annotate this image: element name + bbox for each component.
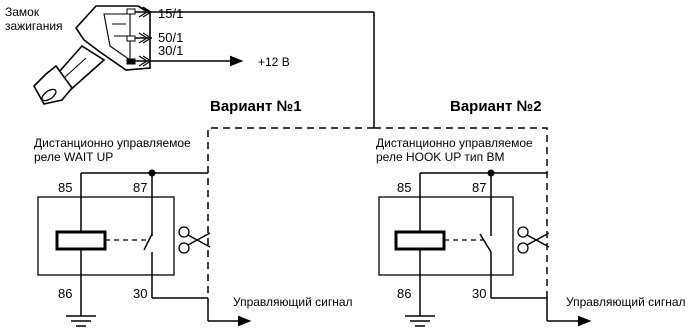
ignition-lock: Замок зажигания <box>5 5 151 105</box>
variant-2-relay-desc-line1: Дистанционно управляемое <box>376 136 533 150</box>
terminal-30-1: 30/1 <box>158 43 183 58</box>
relay-switch <box>479 233 492 253</box>
relay-switch <box>143 233 153 251</box>
pin-87: 87 <box>472 180 486 195</box>
variant-1-title: Вариант №1 <box>210 98 302 115</box>
pin-86: 86 <box>58 286 72 301</box>
relay-box <box>37 196 175 276</box>
variant-2-relay-desc-line2: реле HOOK UP тип BM <box>376 150 504 164</box>
relay-coil <box>55 230 107 251</box>
relay-coil <box>394 230 446 251</box>
ignition-label-line2: зажигания <box>5 19 63 33</box>
variant-1-relay-desc-line2: реле WAIT UP <box>34 150 113 164</box>
variant-2: Вариант №2 Дистанционно управляемое реле… <box>374 98 686 327</box>
ignition-label-line1: Замок <box>5 5 40 19</box>
scissors-icon <box>517 226 550 254</box>
junction-dot <box>148 169 156 177</box>
supply-label: +12 В <box>258 55 290 69</box>
pin-30: 30 <box>133 286 147 301</box>
ignition-wires: 15/1 50/1 30/1 +12 В <box>135 6 375 128</box>
pin-85: 85 <box>58 180 72 195</box>
variant-1: Вариант №1 Дистанционно управляемое реле… <box>34 98 374 327</box>
lock-body <box>74 5 151 71</box>
pin-30: 30 <box>472 286 486 301</box>
terminal-15-1: 15/1 <box>158 6 183 21</box>
ground-icon <box>66 315 96 327</box>
variant-1-relay-desc-line1: Дистанционно управляемое <box>34 136 191 150</box>
pin-85: 85 <box>397 180 411 195</box>
scissors-icon <box>178 226 211 254</box>
variant-1-output: Управляющий сигнал <box>233 295 353 309</box>
pin-86: 86 <box>397 286 411 301</box>
junction-dot <box>487 169 495 177</box>
variant-2-title: Вариант №2 <box>450 98 542 115</box>
variant-2-output: Управляющий сигнал <box>566 295 686 309</box>
ground-icon <box>405 315 435 327</box>
relay-box <box>378 196 514 276</box>
pin-87: 87 <box>133 180 147 195</box>
terminal-50-1: 50/1 <box>158 30 183 45</box>
